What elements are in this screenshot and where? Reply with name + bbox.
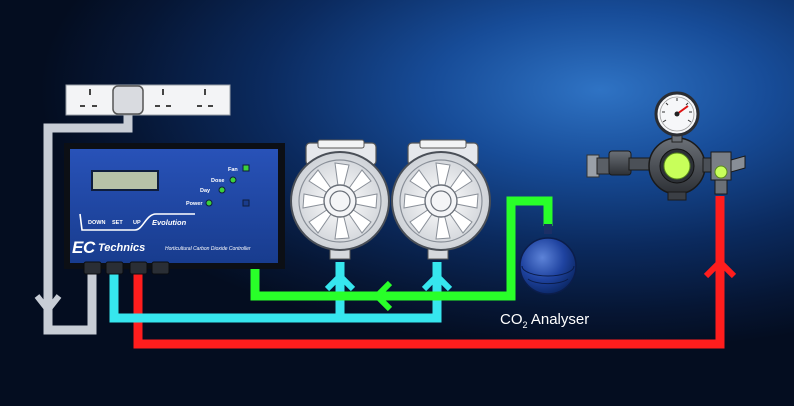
fan-arrow-2 bbox=[421, 271, 453, 292]
power-cable bbox=[43, 110, 133, 335]
fan-arrow-1 bbox=[324, 271, 356, 292]
fan-unit-icon bbox=[290, 139, 390, 260]
co2-controller: DOWN SET UP Evolution Fan Dose Day Power… bbox=[64, 143, 285, 275]
fan-signal-line bbox=[109, 262, 442, 323]
indicator-fan-label: Fan bbox=[228, 167, 238, 173]
co2-supply-line bbox=[133, 196, 725, 349]
power-socket-strip bbox=[65, 84, 231, 116]
indicator-day-label: Day bbox=[200, 188, 211, 194]
indicator-dose-label: Dose bbox=[211, 178, 224, 184]
button-down[interactable]: DOWN bbox=[88, 220, 105, 226]
plug-icon bbox=[112, 85, 144, 115]
day-led bbox=[218, 186, 226, 194]
co2-regulator-icon bbox=[586, 129, 746, 201]
sample-line bbox=[250, 196, 553, 301]
svg-text:E: E bbox=[72, 238, 84, 257]
button-set[interactable]: SET bbox=[112, 220, 123, 226]
cable-gland-2 bbox=[105, 261, 124, 275]
model-name: Evolution bbox=[152, 218, 187, 227]
controller-tagline: Horticultural Carbon Dioxide Controller bbox=[165, 246, 251, 252]
co2-analyser-icon bbox=[519, 224, 577, 295]
keypad-outline bbox=[79, 213, 195, 231]
svg-text:Technics: Technics bbox=[98, 242, 145, 254]
co2-line-arrow bbox=[703, 257, 737, 279]
analyser-label: CO2 Analyser bbox=[500, 311, 589, 330]
fan-unit-icon bbox=[391, 139, 491, 260]
fan-led bbox=[242, 164, 250, 172]
svg-text:C: C bbox=[83, 238, 96, 257]
indicator-power-label: Power bbox=[186, 201, 203, 207]
cable-gland-1 bbox=[83, 261, 102, 275]
cable-gland-3 bbox=[129, 261, 148, 275]
dose-led bbox=[229, 176, 237, 184]
lcd-display bbox=[91, 170, 159, 191]
ecotechnics-logo: E C Technics bbox=[72, 238, 145, 257]
power-cable-arrow bbox=[34, 294, 62, 315]
cable-gland-4 bbox=[151, 261, 170, 275]
button-up[interactable]: UP bbox=[133, 220, 141, 226]
aux-led bbox=[242, 199, 250, 207]
power-led bbox=[205, 199, 213, 207]
sample-line-arrow bbox=[372, 280, 393, 312]
pressure-gauge-icon bbox=[654, 91, 700, 137]
